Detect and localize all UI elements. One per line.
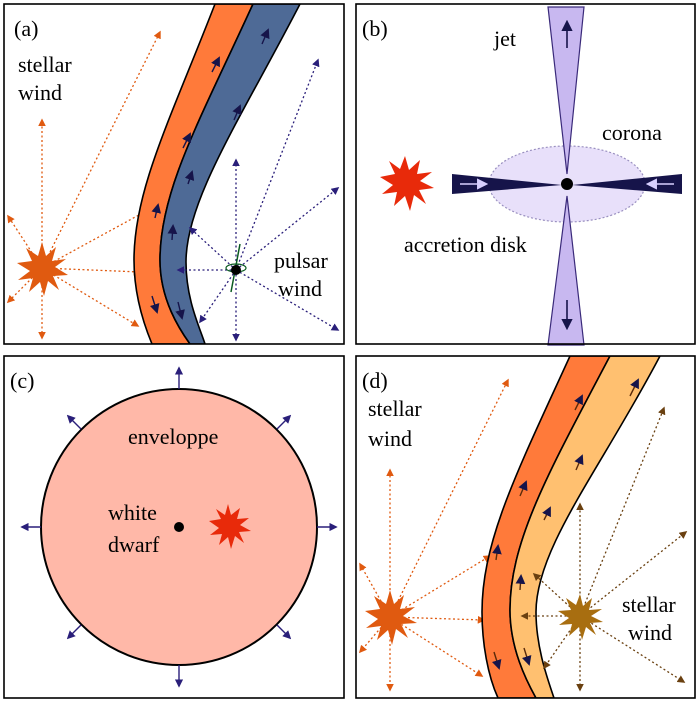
shock-band-peach-d [509,356,661,698]
star-b [380,156,434,211]
stellar-wind-label-line2: wind [18,80,62,105]
compact-object [561,178,573,190]
star-d-left [365,590,417,645]
star-d-right [558,594,603,640]
panel-c-frame [3,355,345,699]
flow-arrows-a [149,28,270,320]
white-dwarf-label-line2: dwarf [108,532,160,557]
panel-a: (a) stellar wind pulsar wind [3,3,345,345]
pulsar-wind-label-line1: pulsar [274,248,328,273]
star-a [17,242,68,296]
accretion-disk-label: accretion disk [404,232,527,257]
pulsar [225,243,247,293]
corona-label: corona [602,120,662,145]
panel-a-tag: (a) [14,16,38,41]
pulsar-wind-label-line2: wind [278,276,322,301]
stellar-wind-left-line2: wind [368,426,412,451]
pulsar-wind-arrows [176,58,340,342]
panel-b-frame [355,3,696,345]
jet-label: jet [493,26,516,51]
stellar-wind-label-line1: stellar [18,52,72,77]
stellar-wind-right-line2: wind [628,620,672,645]
star-c [209,504,251,549]
jet-top [547,6,585,175]
panel-d-tag: (d) [362,368,388,393]
panel-a-frame [3,3,345,345]
white-dwarf-label-line1: white [108,500,157,525]
panel-b: (b) jet corona accretion disk [355,3,696,346]
envelope-label: enveloppe [128,424,218,449]
panel-d: (d) stellar wind stellar wind [355,355,696,699]
panel-c-tag: (c) [10,368,34,393]
stellar-wind-left-line1: stellar [368,396,422,421]
panel-b-tag: (b) [362,16,388,41]
envelope-expansion-arrows [20,366,338,688]
stellar-wind-right-line1: stellar [622,592,676,617]
flow-arrows-d [491,378,639,670]
panel-d-frame [355,355,696,699]
jet-bottom [547,195,585,346]
panel-c: (c) enveloppe white dwarf [3,355,345,699]
white-dwarf [174,522,184,532]
